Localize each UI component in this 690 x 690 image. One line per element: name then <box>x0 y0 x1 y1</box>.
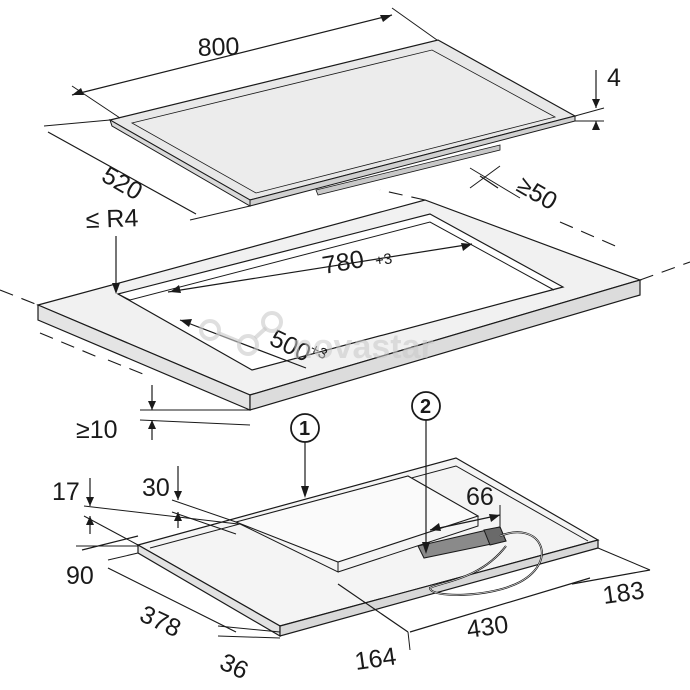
dimension-4: 4 <box>574 64 621 130</box>
callout-1-label: 1 <box>299 418 310 440</box>
label-90: 90 <box>66 562 94 590</box>
label-66: 66 <box>466 483 494 511</box>
dimension-164: 164 <box>337 583 411 676</box>
label-430: 430 <box>465 610 510 644</box>
label-4: 4 <box>607 64 621 92</box>
callout-1: 1 <box>290 413 320 498</box>
label-164: 164 <box>353 642 398 676</box>
label-radius: ≤ R4 <box>85 204 139 234</box>
dimension-66: 66 <box>429 483 501 531</box>
worktop-dashed-lines <box>0 189 690 377</box>
label-17: 17 <box>52 478 80 506</box>
label-378: 378 <box>135 600 185 643</box>
worktop-cutout <box>116 213 565 371</box>
dimension-radius: ≤ R4 <box>85 204 139 294</box>
label-780-tol: +3 <box>374 250 394 270</box>
dimension-edge-50: ≥50 <box>469 165 562 216</box>
worktop <box>36 199 642 411</box>
label-520: 520 <box>97 161 147 206</box>
cooktop-glass <box>108 39 577 207</box>
dimension-800: 800 <box>71 7 438 119</box>
label-800: 800 <box>197 33 240 62</box>
dimension-36: 36 <box>215 625 281 685</box>
label-183: 183 <box>601 576 646 610</box>
cooktop-housing <box>136 457 600 638</box>
power-connector <box>417 526 543 596</box>
dimension-30: 30 <box>142 466 237 535</box>
watermark-text: novastar <box>292 328 434 366</box>
dimension-gap-10: ≥10 <box>76 385 251 444</box>
dimension-183: 183 <box>571 547 651 610</box>
callout-2: 2 <box>411 391 441 554</box>
callout-2-label: 2 <box>420 396 431 418</box>
label-10: ≥10 <box>76 416 118 444</box>
watermark: novastar <box>199 311 434 366</box>
dimension-430: 430 <box>409 577 591 644</box>
label-36: 36 <box>215 648 252 685</box>
label-50: ≥50 <box>512 171 562 216</box>
dimension-17: 17 <box>52 478 239 546</box>
label-500-tol: +3 <box>307 340 330 363</box>
label-30: 30 <box>142 474 170 502</box>
dimension-90: 90 <box>66 535 139 590</box>
